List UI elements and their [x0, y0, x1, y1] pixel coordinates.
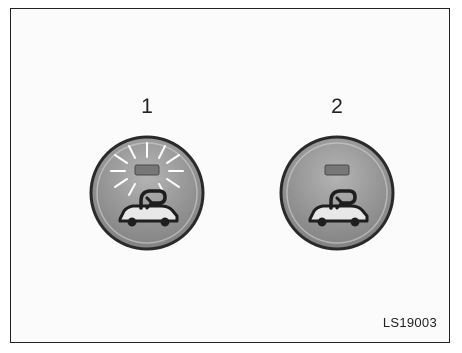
button-1-group: 1 — [77, 9, 217, 249]
figure-code: LS19003 — [383, 315, 437, 330]
indicator-light — [135, 165, 159, 175]
recirculation-button-off[interactable] — [267, 121, 407, 251]
button-2-number: 2 — [267, 95, 407, 119]
indicator-light — [325, 165, 349, 175]
button-2-group: 2 — [267, 9, 407, 249]
button-1-number: 1 — [77, 95, 217, 119]
recirculation-button-on[interactable] — [77, 121, 217, 251]
figure-frame: 1 — [10, 8, 450, 343]
